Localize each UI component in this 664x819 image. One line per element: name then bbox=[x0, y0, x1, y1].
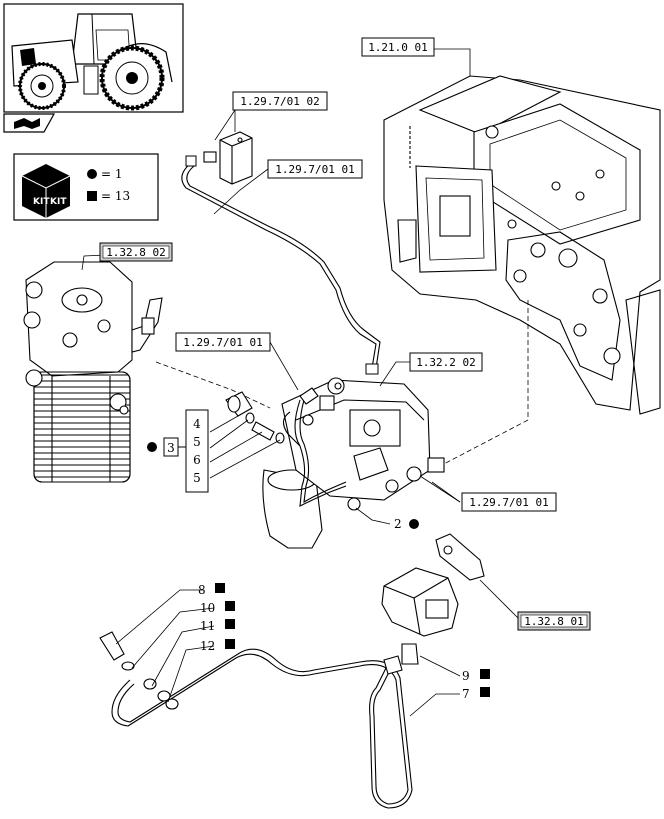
kit-box-icon: KIT KIT bbox=[21, 164, 71, 218]
pipe-fitting-top bbox=[185, 155, 379, 375]
ref-label: 1.29.7/01 01 bbox=[183, 336, 262, 349]
callout-label: 9 bbox=[462, 669, 470, 683]
solenoid-valve-top bbox=[203, 131, 253, 185]
kit-item-5a: 5 bbox=[193, 435, 201, 449]
circle-symbol-icon bbox=[409, 519, 419, 529]
leader-lines bbox=[81, 48, 521, 717]
square-symbol-icon bbox=[225, 639, 235, 649]
ref-label: 1.29.7/01 01 bbox=[469, 496, 548, 509]
ref-box-valve-upper-pipe[interactable]: 1.29.7/01 01 bbox=[175, 332, 271, 352]
ref-box-pump-lower[interactable]: 1.32.8 01 bbox=[517, 611, 591, 631]
callout-item-10: 10 bbox=[200, 601, 235, 615]
ref-box-solenoid-top[interactable]: 1.29.7/01 02 bbox=[232, 91, 328, 111]
ref-label: 1.29.7/01 02 bbox=[240, 95, 319, 108]
callout-label: 7 bbox=[462, 687, 470, 701]
kit-number: 3 bbox=[167, 441, 175, 455]
callout-item-9: 9 bbox=[462, 669, 490, 683]
square-symbol-icon bbox=[225, 601, 235, 611]
square-symbol-icon bbox=[480, 687, 490, 697]
kit-legend: KIT KIT = 1 = 13 bbox=[13, 153, 159, 221]
book-arrow-icon bbox=[14, 118, 40, 129]
trailer-brake-valve bbox=[23, 261, 163, 483]
tractor-thumbnail bbox=[3, 3, 184, 113]
callout-label: 10 bbox=[200, 601, 215, 615]
callout-item-2: 2 bbox=[394, 517, 419, 531]
square-symbol-icon bbox=[87, 191, 97, 201]
ref-box-top-right[interactable]: 1.21.0 01 bbox=[361, 37, 435, 57]
ref-box-pipe-long[interactable]: 1.29.7/01 01 bbox=[267, 159, 363, 179]
pipe-fittings-lower bbox=[99, 631, 419, 710]
legend-square-value: = 13 bbox=[101, 189, 130, 203]
ref-label: 1.32.8 02 bbox=[106, 246, 166, 259]
hydraulic-pump-lower bbox=[381, 533, 485, 637]
brake-pipe-long bbox=[181, 163, 381, 369]
kit-label-right: KIT bbox=[50, 197, 67, 207]
kit-small-parts bbox=[225, 391, 285, 444]
brake-pipe-lower bbox=[111, 648, 413, 809]
ref-box-valve-right-pipe[interactable]: 1.29.7/01 01 bbox=[461, 492, 557, 512]
square-symbol-icon bbox=[215, 583, 225, 593]
callout-label: 11 bbox=[200, 619, 215, 633]
ref-label: 1.21.0 01 bbox=[368, 41, 428, 54]
square-symbol-icon bbox=[225, 619, 235, 629]
legend-circle-value: = 1 bbox=[101, 167, 123, 181]
kit-group-bracket: 3 4 5 6 5 bbox=[147, 409, 209, 493]
callout-item-12: 12 bbox=[200, 639, 235, 653]
callout-item-11: 11 bbox=[200, 619, 235, 633]
kit-circle-symbol-icon bbox=[147, 442, 157, 452]
callout-label: 2 bbox=[394, 517, 402, 531]
ref-label: 1.32.2 02 bbox=[416, 356, 476, 369]
ref-box-valve-block[interactable]: 1.32.2 02 bbox=[409, 352, 483, 372]
circle-symbol-icon bbox=[87, 169, 97, 179]
kit-item-6: 6 bbox=[193, 453, 201, 467]
ref-label: 1.29.7/01 01 bbox=[275, 163, 354, 176]
callout-item-8: 8 bbox=[198, 583, 225, 597]
callout-label: 8 bbox=[198, 583, 206, 597]
kit-item-4: 4 bbox=[193, 417, 201, 431]
transmission-housing bbox=[383, 75, 661, 415]
navigation-tab[interactable] bbox=[3, 113, 56, 133]
leader-valve-centre bbox=[155, 361, 271, 409]
callout-label: 12 bbox=[200, 639, 215, 653]
kit-item-5b: 5 bbox=[193, 471, 201, 485]
square-symbol-icon bbox=[480, 669, 490, 679]
control-valve-block bbox=[262, 377, 445, 549]
leader-housing-valve bbox=[439, 300, 529, 467]
callout-item-7: 7 bbox=[462, 687, 490, 701]
ref-label: 1.32.8 01 bbox=[524, 615, 584, 628]
valve-pipe-loop bbox=[294, 387, 347, 507]
kit-label-left: KIT bbox=[33, 197, 50, 207]
ref-box-filter-left[interactable]: 1.32.8 02 bbox=[99, 242, 173, 262]
